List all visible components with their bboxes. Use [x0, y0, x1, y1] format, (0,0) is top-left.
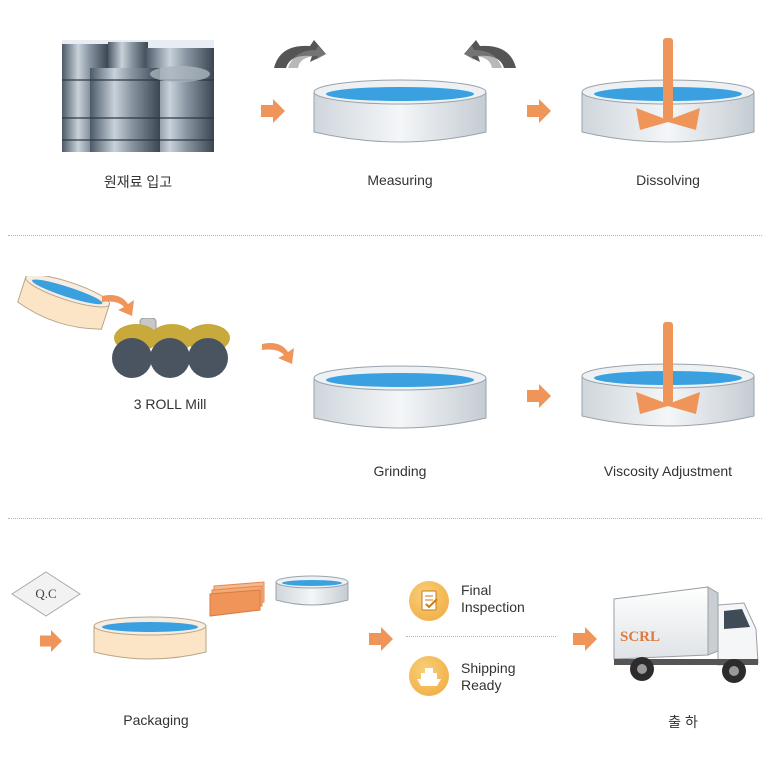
- shipping-ready-label: Shipping Ready: [461, 660, 516, 694]
- inspection-divider: [406, 636, 556, 637]
- raw-material-drums-image: [62, 40, 214, 152]
- final-inspection-line1: Final: [461, 582, 492, 598]
- step-packaging-label: Packaging: [123, 712, 189, 728]
- inspection-clipboard-icon: [409, 581, 449, 621]
- process-arrow-icon: [527, 99, 551, 128]
- qc-text: Q.C: [35, 586, 56, 601]
- curved-arrow-icon: [100, 290, 140, 321]
- shipping-ready-line1: Shipping: [461, 660, 516, 676]
- ship-icon: [409, 656, 449, 696]
- process-arrow-icon: [573, 627, 597, 656]
- delivery-truck-image: SCRL: [610, 585, 762, 692]
- curved-arrow-icon: [260, 338, 300, 369]
- shipping-ready-line2: Ready: [461, 677, 502, 693]
- step-dissolving-label: Dissolving: [636, 172, 700, 188]
- step-viscosity-label: Viscosity Adjustment: [603, 463, 733, 479]
- dissolving-tank-image: [580, 38, 756, 153]
- process-arrow-icon: [527, 384, 551, 413]
- process-arrow-icon: [369, 627, 393, 656]
- step-grinding-label: Grinding: [373, 463, 427, 479]
- process-arrow-icon: [261, 99, 285, 128]
- packaging-tank-image: [92, 614, 208, 669]
- curved-arrow-icon-left: [270, 40, 350, 75]
- row-divider: [8, 235, 762, 236]
- curved-arrow-icon-right: [440, 40, 520, 75]
- step-shipment-label: 출 하: [668, 714, 698, 730]
- process-arrow-icon: [40, 630, 62, 657]
- final-inspection-label: Final Inspection: [461, 582, 525, 616]
- qc-diamond: Q.C: [10, 570, 82, 623]
- tilted-tank-image: [14, 274, 111, 345]
- three-roll-mill-image: [110, 317, 234, 389]
- step-raw-material-label: 원재료 입고: [103, 174, 173, 190]
- viscosity-tank-image: [580, 322, 756, 437]
- small-tank-image: [274, 574, 350, 613]
- grinding-tank-image: [312, 362, 488, 437]
- step-three-roll-mill-label: 3 ROLL Mill: [133, 396, 207, 412]
- final-inspection-line2: Inspection: [461, 599, 525, 615]
- truck-brand-text: SCRL: [620, 629, 660, 645]
- measuring-tank-image: [312, 76, 488, 151]
- row-divider: [8, 518, 762, 519]
- step-measuring-label: Measuring: [367, 172, 433, 188]
- label-sheets-image: [208, 578, 266, 623]
